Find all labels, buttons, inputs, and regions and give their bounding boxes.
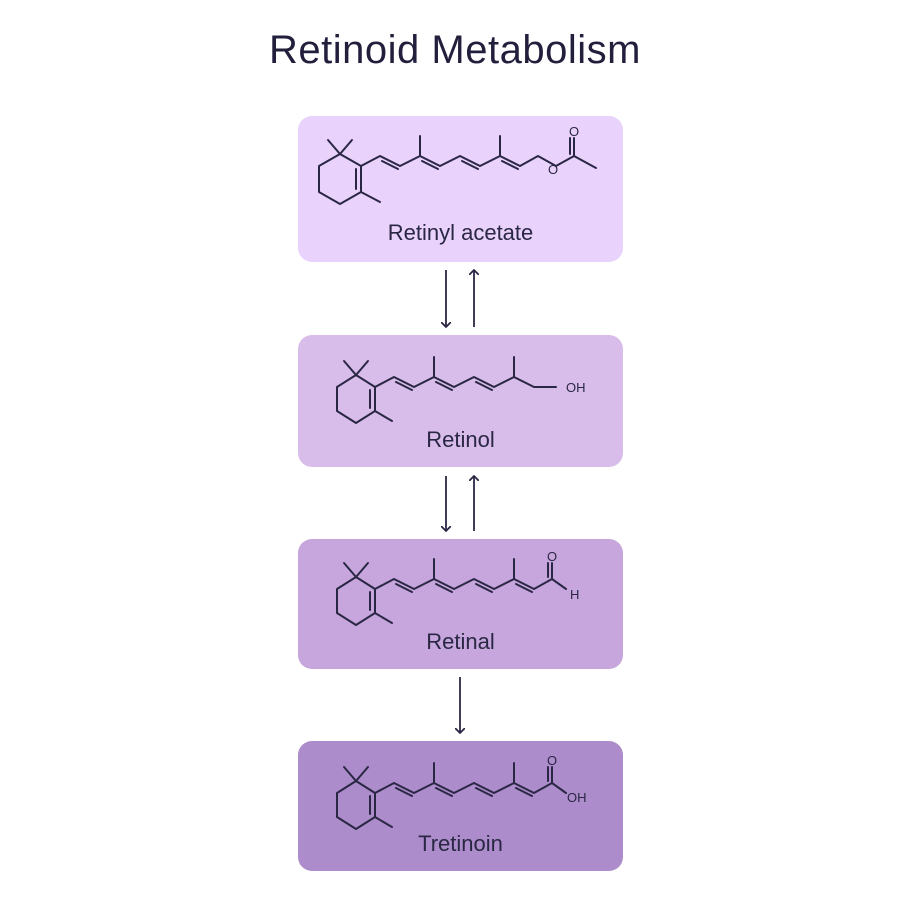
compound-label: Retinal bbox=[426, 629, 495, 654]
compound-box-retinal: O H Retinal bbox=[298, 539, 623, 669]
compound-box-retinol: OH Retinol bbox=[298, 335, 623, 467]
compound-box-retinyl-acetate: O O Retinyl acetate bbox=[298, 116, 623, 262]
atom-label: OH bbox=[566, 380, 586, 395]
atom-label: O bbox=[547, 753, 557, 768]
atom-label: O bbox=[569, 124, 579, 139]
atom-label: OH bbox=[567, 790, 587, 805]
atom-label: H bbox=[570, 587, 579, 602]
compound-label: Tretinoin bbox=[418, 831, 503, 856]
diagram-title: Retinoid Metabolism bbox=[269, 28, 641, 72]
atom-label: O bbox=[548, 162, 558, 177]
retinol-structure-icon: OH bbox=[336, 356, 586, 424]
tretinoin-structure-icon: O OH bbox=[336, 753, 587, 830]
compound-box-tretinoin: O OH Tretinoin bbox=[298, 741, 623, 871]
retinyl-acetate-structure-icon: O O bbox=[318, 124, 597, 205]
retinal-structure-icon: O H bbox=[336, 549, 579, 626]
compound-label: Retinol bbox=[426, 427, 495, 452]
atom-label: O bbox=[547, 549, 557, 564]
compound-label: Retinyl acetate bbox=[387, 220, 534, 245]
